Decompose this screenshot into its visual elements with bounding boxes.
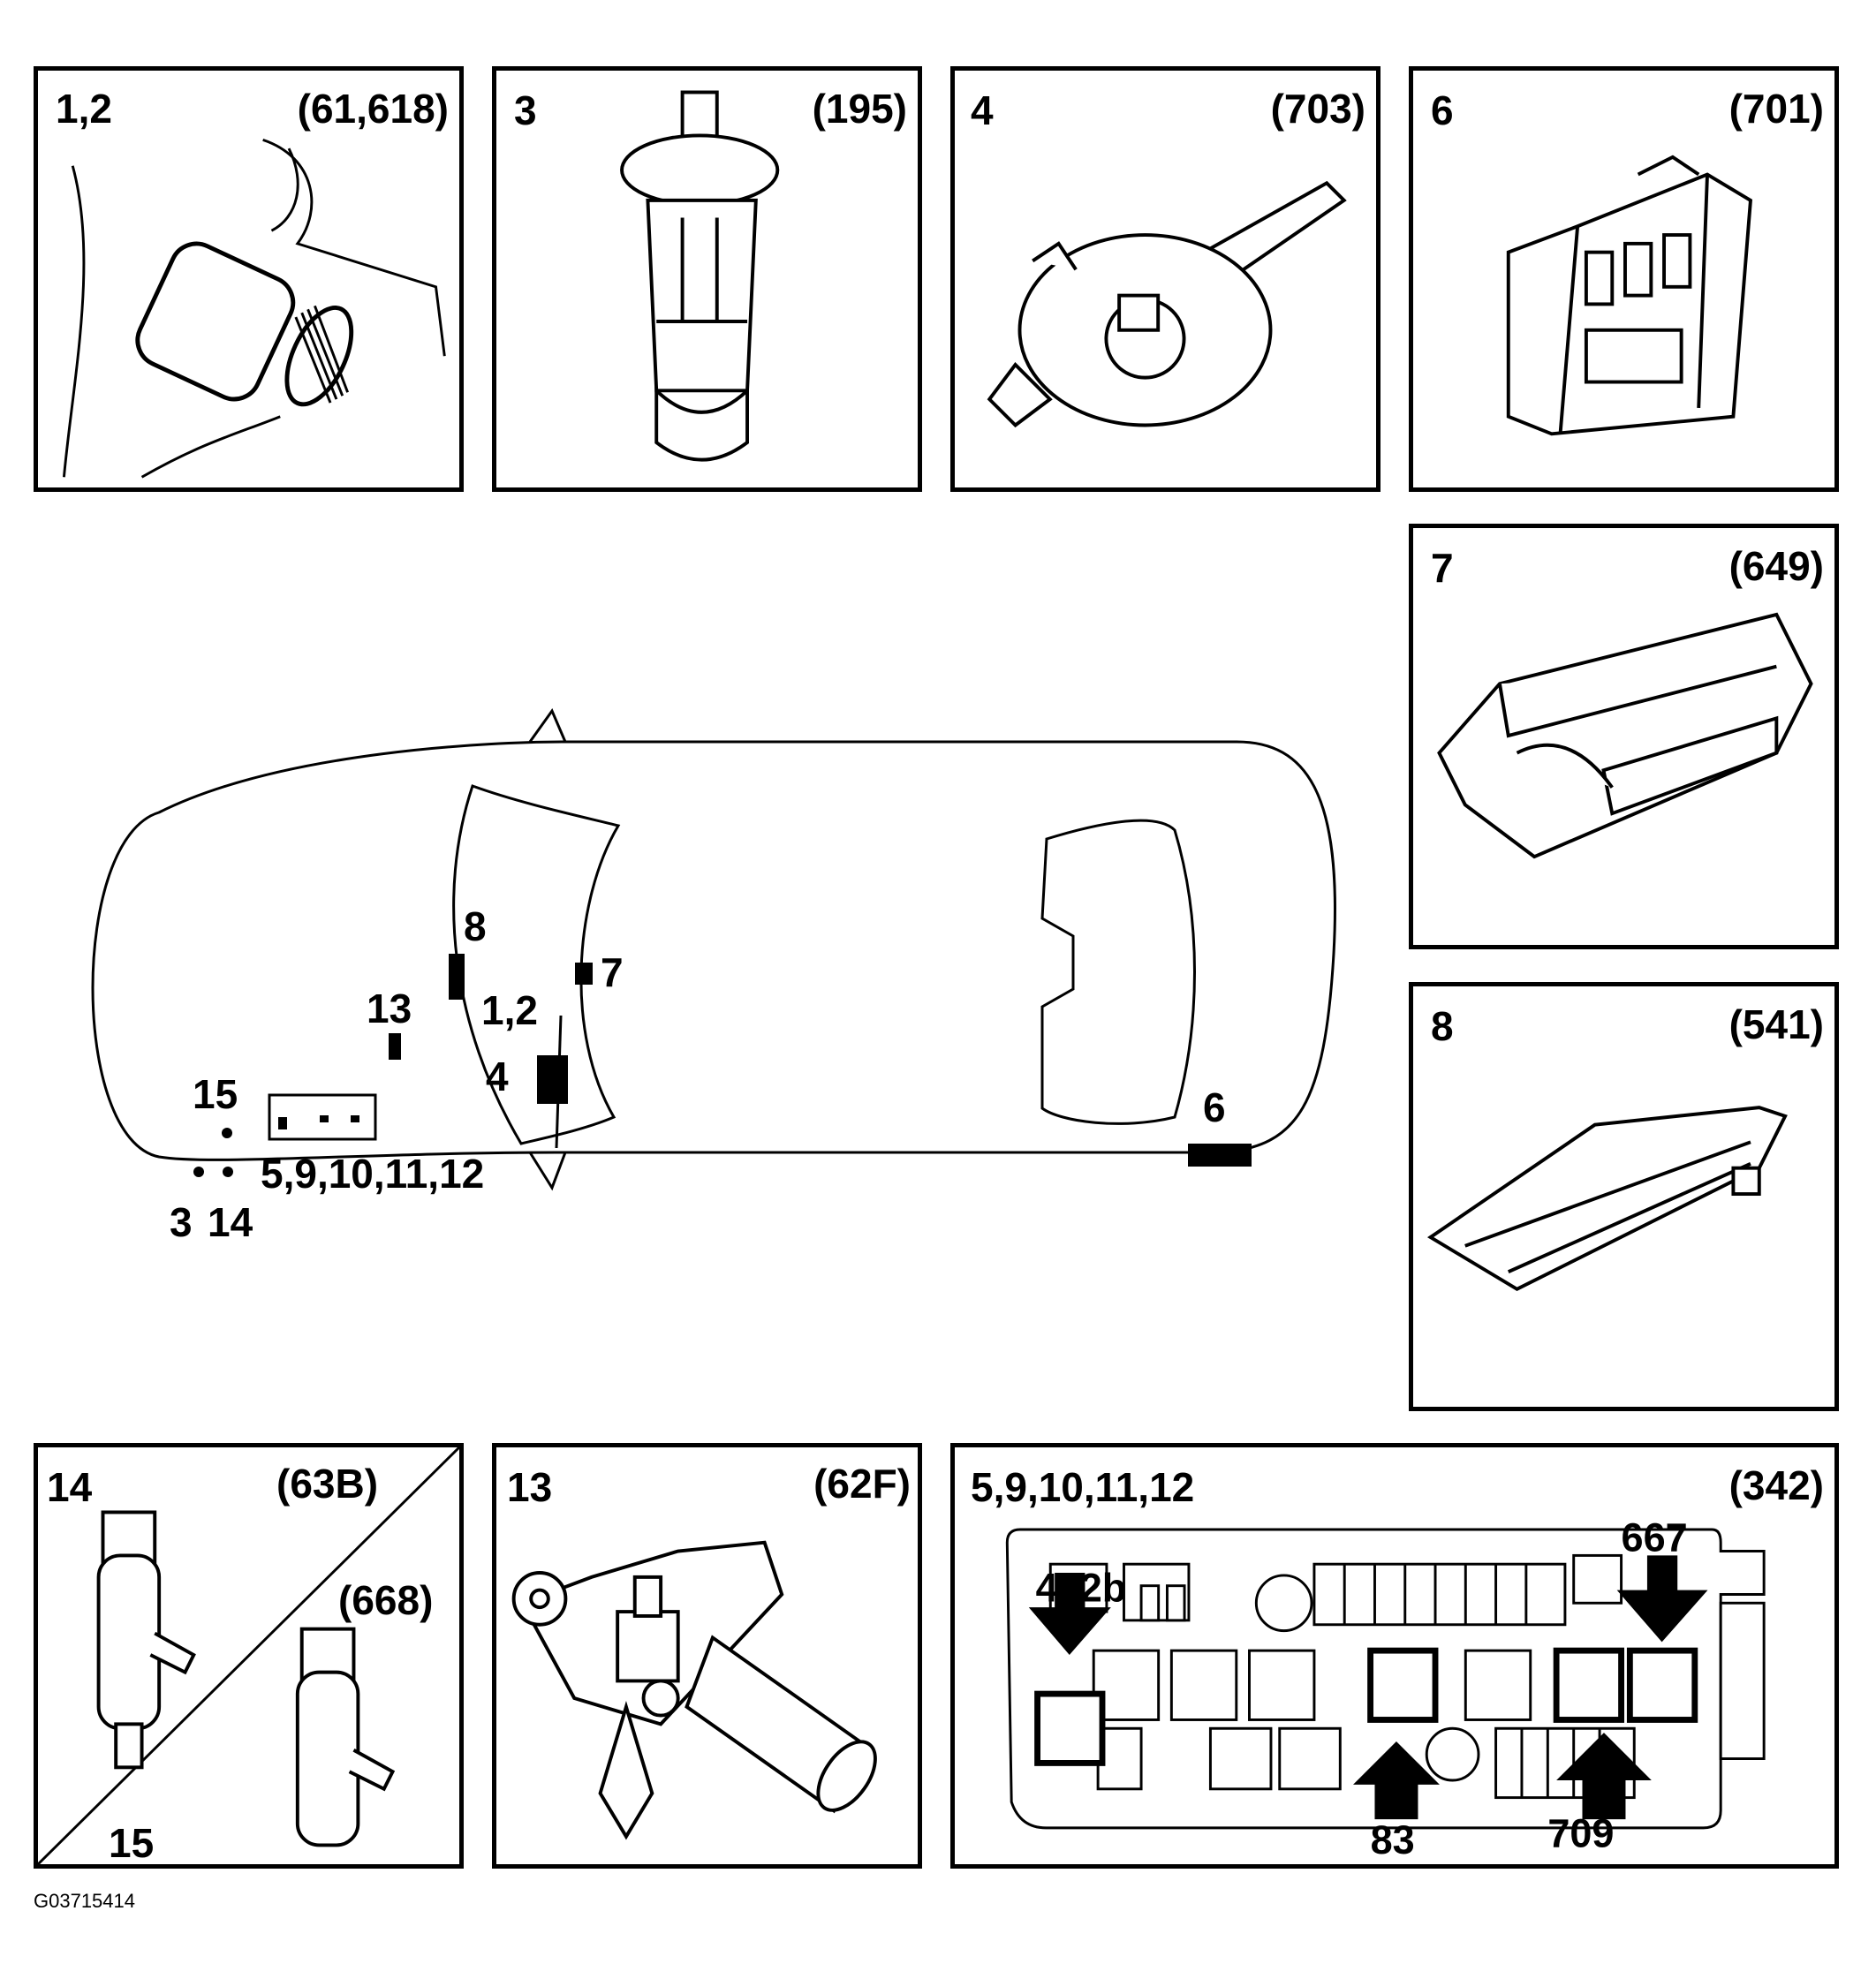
central-module-illustration <box>1506 155 1753 436</box>
washer-pumps-illustration <box>38 1447 459 1864</box>
sensor-module-illustration <box>1426 1106 1788 1292</box>
relay-label-432b: 432b <box>1036 1565 1127 1610</box>
car-label-1-2: 1,2 <box>481 987 538 1033</box>
panel-id: 1,2 <box>56 86 112 132</box>
panel-id: 6 <box>1431 87 1454 133</box>
panel-code: (61,618) <box>297 86 449 132</box>
panel-id: 7 <box>1431 545 1454 591</box>
marker-15 <box>222 1128 232 1138</box>
car-label-3: 3 <box>170 1199 193 1245</box>
car-label-4: 4 <box>486 1054 509 1099</box>
relay-label-83: 83 <box>1371 1817 1415 1862</box>
panel-code: (703) <box>1270 86 1365 132</box>
marker-7 <box>575 963 593 985</box>
panel-id: 5,9,10,11,12 <box>971 1464 1195 1510</box>
car-label-fuse: 5,9,10,11,12 <box>261 1151 484 1197</box>
panel-airbag-module: 7 (649) <box>1409 524 1839 949</box>
panel-id: 13 <box>507 1464 553 1510</box>
headlamp-switch-illustration <box>62 138 446 479</box>
panel-headlamp-switch: 1,2 (61,618) <box>34 66 464 492</box>
arrow-667 <box>1616 1555 1708 1643</box>
fuel-sender-illustration <box>620 90 780 462</box>
panel-id: 8 <box>1431 1003 1454 1049</box>
marker-6 <box>1188 1144 1252 1167</box>
car-label-6: 6 <box>1203 1084 1226 1130</box>
marker-3 <box>193 1167 204 1177</box>
panel-wiper-motor: 13 (62F) <box>492 1443 922 1869</box>
panel-id: 4 <box>971 87 994 133</box>
marker-14 <box>223 1167 233 1177</box>
panel-washer-pumps: 14 (63B) 15 (668) <box>34 1443 464 1869</box>
car-label-14: 14 <box>208 1199 253 1245</box>
panel-id: 3 <box>514 87 537 133</box>
car-label-8: 8 <box>464 903 487 949</box>
panel-code: (541) <box>1728 1001 1824 1047</box>
panel-fuse-box: 5,9,10,11,12 (342) <box>950 1443 1839 1869</box>
relay-label-709: 709 <box>1547 1810 1614 1855</box>
panel-code: (63B) <box>276 1461 379 1507</box>
airbag-module-illustration <box>1437 612 1813 859</box>
panel-id: 14 <box>47 1464 93 1510</box>
arrow-709 <box>1556 1733 1652 1820</box>
car-label-13: 13 <box>367 986 412 1031</box>
panel-code-2: (668) <box>338 1577 434 1623</box>
fuse-box-illustration: 432b 667 83 709 <box>1005 1515 1766 1862</box>
marker-13 <box>389 1033 401 1060</box>
panel-sensor-module: 8 (541) <box>1409 982 1839 1411</box>
panel-central-module: 6 (701) <box>1409 66 1839 492</box>
arrow-83 <box>1352 1741 1440 1820</box>
marker-4 <box>537 1055 568 1104</box>
figure-id: G03715414 <box>34 1890 135 1912</box>
panel-code: (62F) <box>813 1461 911 1507</box>
arrow-432b <box>1028 1572 1111 1656</box>
panel-code: (701) <box>1728 86 1824 132</box>
panel-fuel-sender: 3 (195) <box>492 66 922 492</box>
panel-id-2: 15 <box>109 1820 155 1866</box>
marker-8 <box>449 954 465 1000</box>
steering-switch-illustration <box>987 180 1347 428</box>
panel-steering-switch: 4 (703) <box>950 66 1381 492</box>
relay-label-667: 667 <box>1622 1515 1688 1560</box>
car-label-15: 15 <box>193 1071 238 1117</box>
panel-code: (649) <box>1728 543 1824 589</box>
panel-code: (342) <box>1728 1462 1824 1508</box>
wiper-motor-illustration <box>511 1540 877 1840</box>
panel-code: (195) <box>812 86 907 132</box>
car-label-7: 7 <box>601 949 624 995</box>
